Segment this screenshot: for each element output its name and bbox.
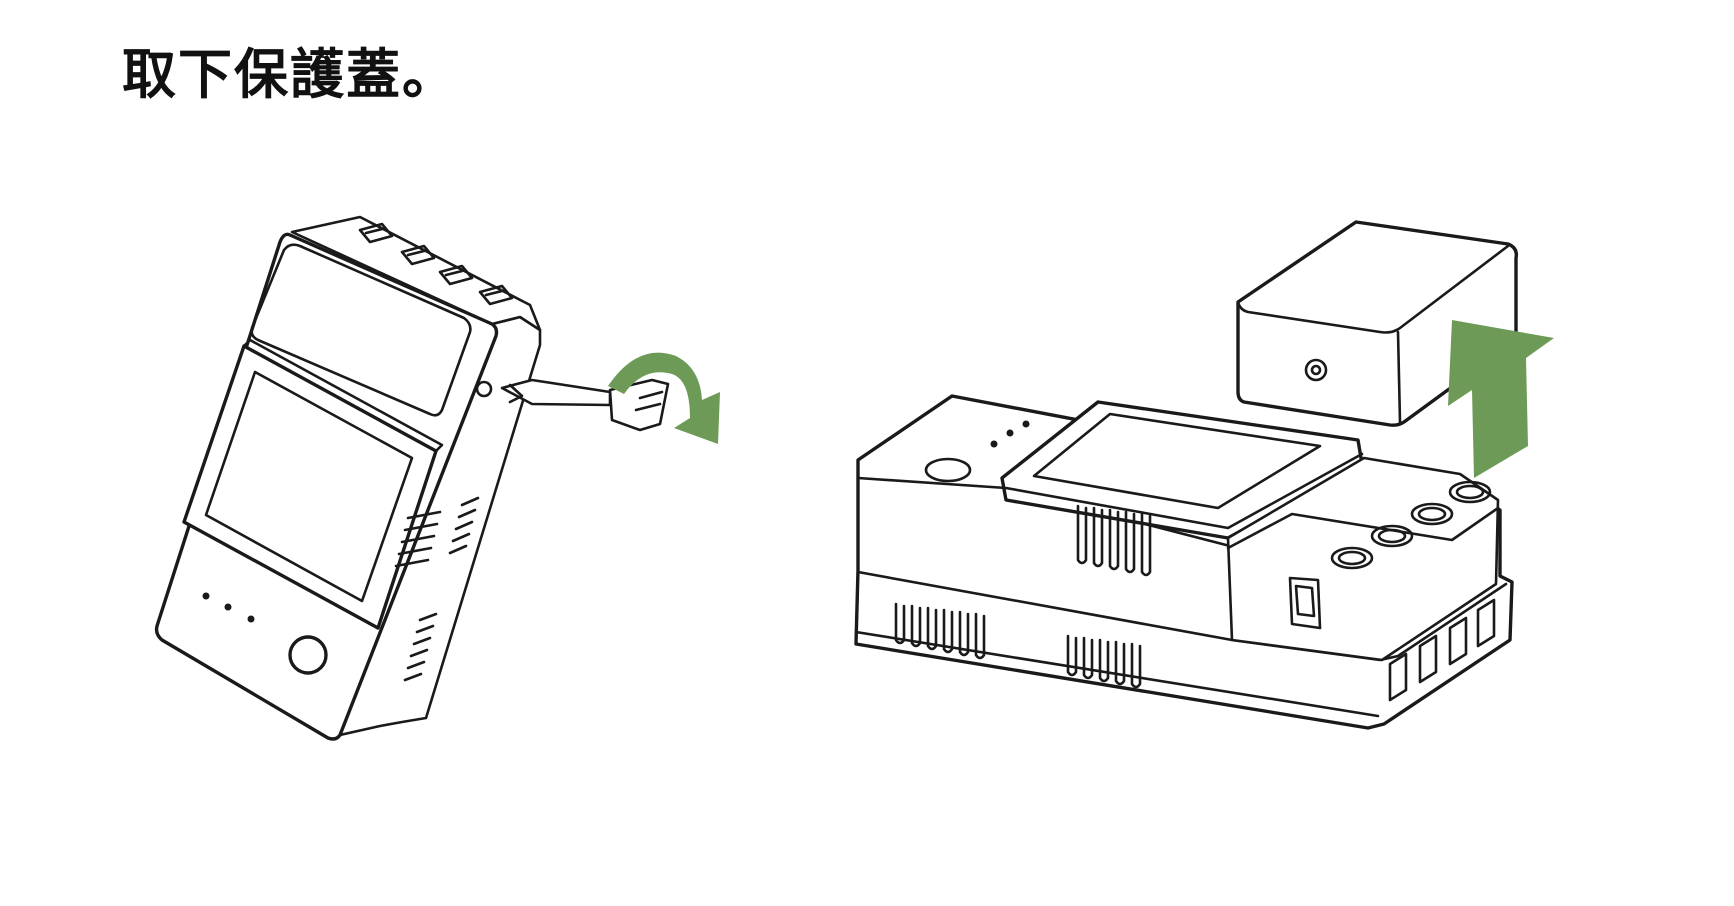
cover-lift-off-illustration [854, 220, 1554, 730]
screwdriver [500, 378, 670, 432]
terminal-screw-holes [1330, 480, 1492, 570]
instruction-text: 取下保護蓋。 [122, 43, 458, 106]
base-indicator-dots [990, 420, 1030, 448]
base-vents-left [894, 602, 986, 660]
top-terminal-slots [358, 222, 514, 306]
display-screen [204, 370, 414, 603]
round-button [288, 635, 328, 675]
indicator-dots [202, 592, 255, 623]
module-vent-fins [1076, 504, 1152, 577]
side-vents-right [448, 496, 480, 555]
display-bezel-depth [242, 338, 444, 453]
front-terminal-openings [1388, 598, 1496, 702]
device-pry-open-illustration [154, 215, 720, 741]
side-vents-left [394, 510, 442, 568]
side-vents-lower [403, 612, 438, 682]
up-arrow-icon [1448, 320, 1554, 478]
base-vents-middle [1066, 634, 1142, 689]
terminal-latch [1288, 576, 1322, 630]
protective-cover [1236, 220, 1519, 427]
curved-arrow-icon [608, 352, 720, 444]
base-round-button [924, 457, 972, 483]
display-module-screen [1032, 412, 1322, 510]
upper-cover-panel [250, 243, 472, 417]
screw-hole [475, 380, 493, 398]
cover-screw-hole [1304, 358, 1328, 382]
display-bezel [182, 344, 438, 630]
